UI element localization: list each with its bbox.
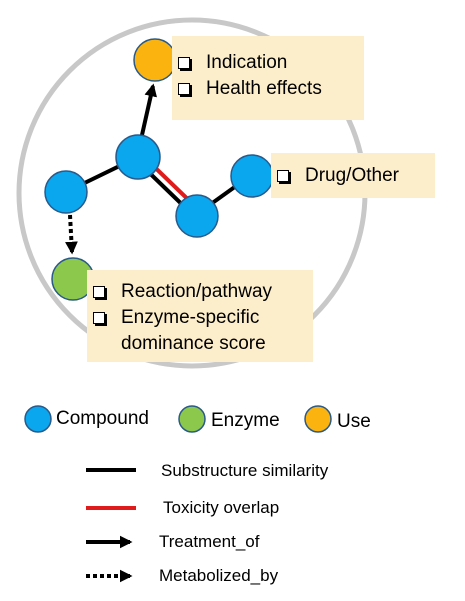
legend-substructure-label: Substructure similarity (161, 461, 329, 480)
legend-enzyme-dot (178, 405, 206, 433)
legend-toxicity-label: Toxicity overlap (163, 498, 280, 517)
legend-use-label: Use (337, 411, 371, 432)
use-node (133, 38, 177, 82)
checkbox-spacer (93, 338, 105, 350)
annotation-item: Drug/Other (305, 165, 399, 186)
annotation-item: Health effects (206, 78, 322, 99)
annotation-item: Reaction/pathway (121, 281, 273, 302)
checkbox-icon (178, 83, 190, 95)
legend-use-dot (304, 405, 332, 433)
edge-treatment-of (140, 83, 158, 136)
compound-node-bottom (175, 194, 219, 238)
compound-node-left (44, 170, 88, 214)
annotation-item: Indication (206, 52, 288, 73)
checkbox-icon (93, 286, 105, 298)
drug-annotation-box: Drug/Other (271, 153, 435, 198)
annotation-item: dominance score (121, 333, 266, 354)
use-annotation-box: Indication Health effects (172, 36, 364, 120)
legend-compound-dot (24, 405, 52, 433)
legend-metabolized-label: Metabolized_by (159, 566, 279, 585)
enzyme-annotation-box: Reaction/pathway Enzyme-specific dominan… (87, 270, 313, 362)
legend-treatment-label: Treatment_of (159, 532, 260, 551)
annotation-item: Enzyme-specific (121, 307, 260, 328)
checkbox-icon (93, 312, 105, 324)
checkbox-icon (178, 57, 190, 69)
compound-node-right (230, 154, 274, 198)
compound-node-top (115, 134, 161, 180)
legend-compound-label: Compound (56, 408, 149, 429)
edge-metabolized-by (65, 214, 78, 255)
legend-enzyme-label: Enzyme (211, 410, 280, 431)
checkbox-icon (277, 170, 289, 182)
